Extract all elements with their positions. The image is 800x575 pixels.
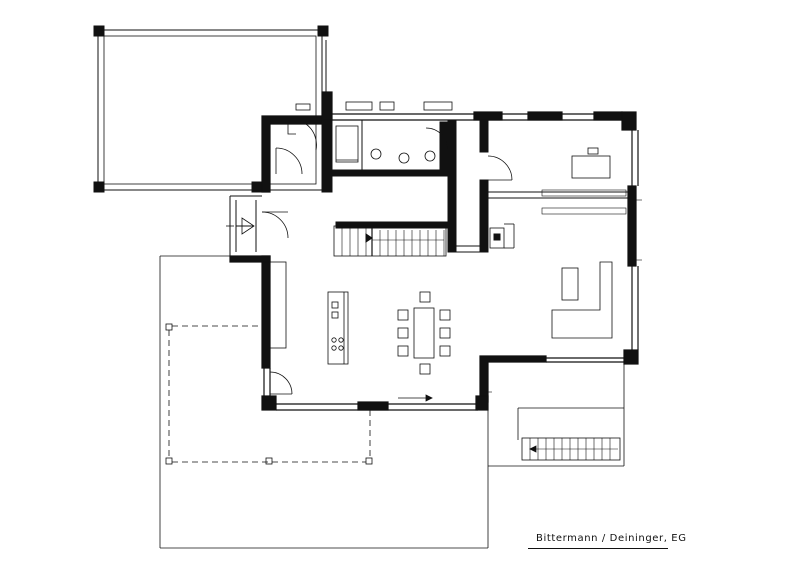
garage	[93, 25, 329, 193]
entrance	[226, 195, 289, 256]
kitchen-island	[327, 291, 349, 365]
east-windows	[486, 199, 642, 393]
dining-table	[397, 291, 451, 375]
sliding-door-marker	[398, 394, 433, 402]
drawing-caption: Bittermann / Deininger, EG	[536, 533, 687, 544]
exterior-walls	[229, 91, 639, 411]
interior-walls	[269, 101, 628, 253]
staircase	[333, 221, 449, 257]
terrace	[159, 255, 489, 549]
sofa-group	[551, 261, 613, 339]
caption-underline	[528, 548, 668, 549]
built-in-bench	[269, 261, 293, 395]
exterior-stair	[488, 364, 625, 467]
